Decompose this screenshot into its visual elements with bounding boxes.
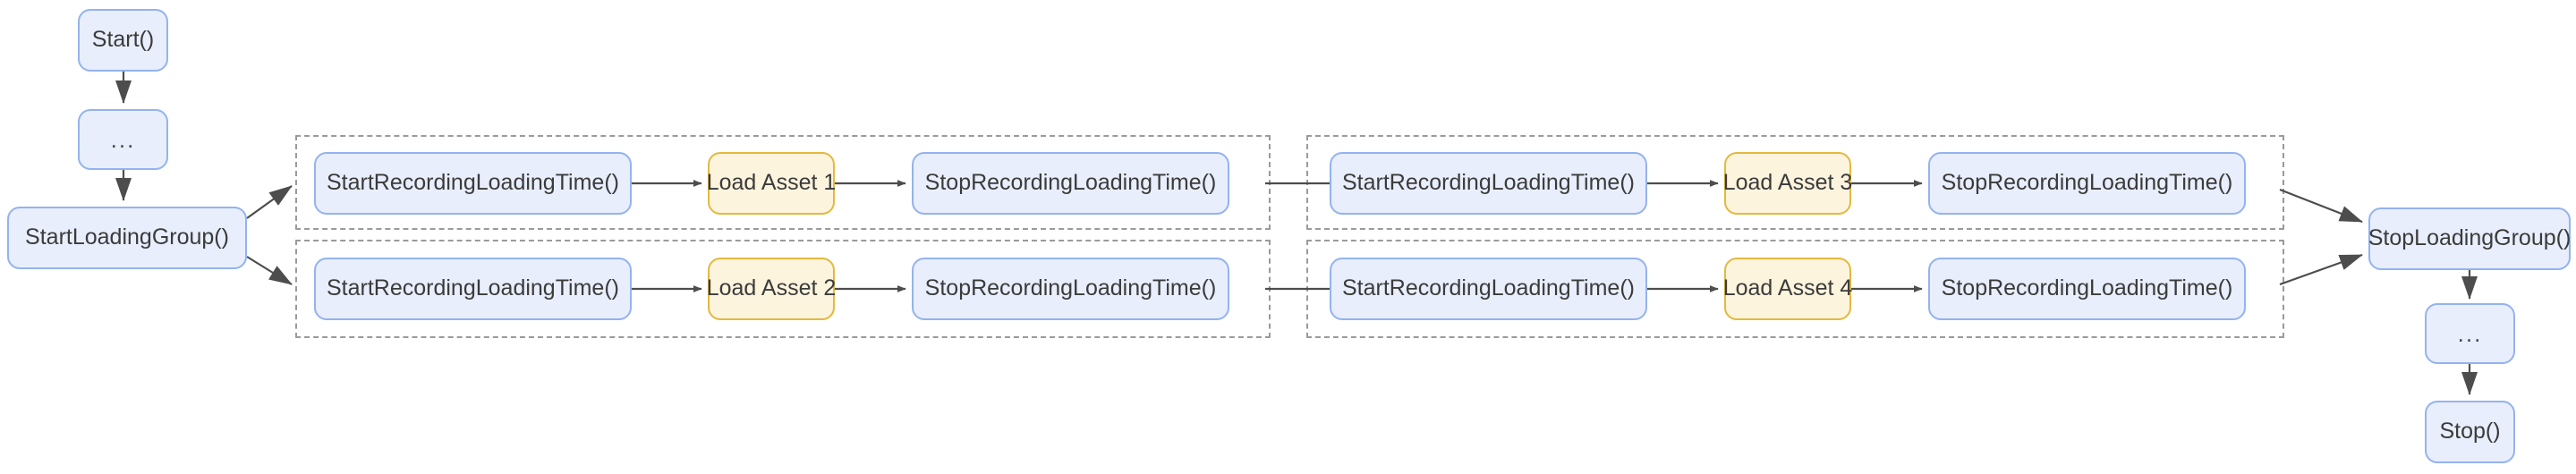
node-g2r2-stop-recording[interactable]: StopRecordingLoadingTime() [1928, 258, 2246, 320]
edge-g2r1-stoprec-to-stoploadinggroup [2279, 188, 2363, 224]
node-g1r2-stop-recording[interactable]: StopRecordingLoadingTime() [912, 258, 1229, 320]
node-ellipsis-bottom[interactable]: ... [2425, 303, 2515, 364]
node-load-asset-3[interactable]: Load Asset 3 [1723, 152, 1852, 215]
edge-startloadinggroup-to-row2 [246, 256, 293, 285]
node-start-loading-group[interactable]: StartLoadingGroup() [7, 207, 247, 269]
node-g1r1-stop-recording[interactable]: StopRecordingLoadingTime() [912, 152, 1229, 215]
node-load-asset-4[interactable]: Load Asset 4 [1723, 258, 1852, 320]
node-g2r2-start-recording[interactable]: StartRecordingLoadingTime() [1330, 258, 1647, 320]
node-stop[interactable]: Stop() [2425, 401, 2515, 463]
edge-startloadinggroup-to-row1 [246, 185, 293, 219]
node-stop-loading-group[interactable]: StopLoadingGroup() [2368, 207, 2571, 270]
node-start[interactable]: Start() [78, 9, 168, 72]
node-load-asset-2[interactable]: Load Asset 2 [707, 258, 836, 320]
node-ellipsis-top[interactable]: ... [78, 109, 168, 170]
node-g2r1-stop-recording[interactable]: StopRecordingLoadingTime() [1928, 152, 2246, 215]
edge-g2r2-stoprec-to-stoploadinggroup [2279, 253, 2363, 286]
node-load-asset-1[interactable]: Load Asset 1 [707, 152, 836, 215]
node-g2r1-start-recording[interactable]: StartRecordingLoadingTime() [1330, 152, 1647, 215]
node-g1r1-start-recording[interactable]: StartRecordingLoadingTime() [314, 152, 632, 215]
node-g1r2-start-recording[interactable]: StartRecordingLoadingTime() [314, 258, 632, 320]
